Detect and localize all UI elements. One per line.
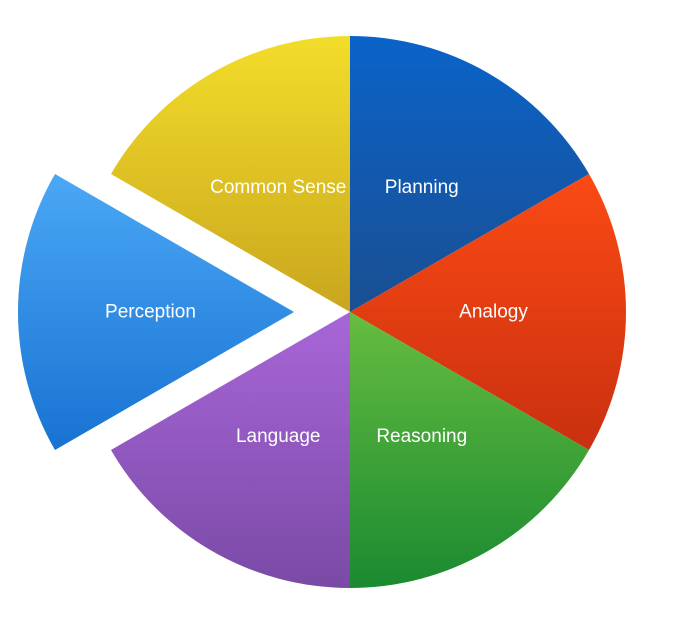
pie-slices (17, 36, 626, 588)
pie-slice-common-sense (110, 36, 350, 312)
slice-label-reasoning: Reasoning (376, 426, 467, 447)
slice-label-analogy: Analogy (459, 302, 528, 323)
pie-slice-reasoning (350, 312, 590, 588)
pie-slice-language (110, 312, 350, 588)
slice-label-perception: Perception (105, 302, 196, 323)
slice-label-language: Language (236, 426, 321, 447)
pie-slice-planning (350, 36, 590, 312)
slice-label-common-sense: Common Sense (210, 177, 346, 198)
pie-slice-perception (17, 174, 294, 450)
slice-label-planning: Planning (385, 177, 459, 198)
pie-slice-analogy (350, 174, 626, 450)
